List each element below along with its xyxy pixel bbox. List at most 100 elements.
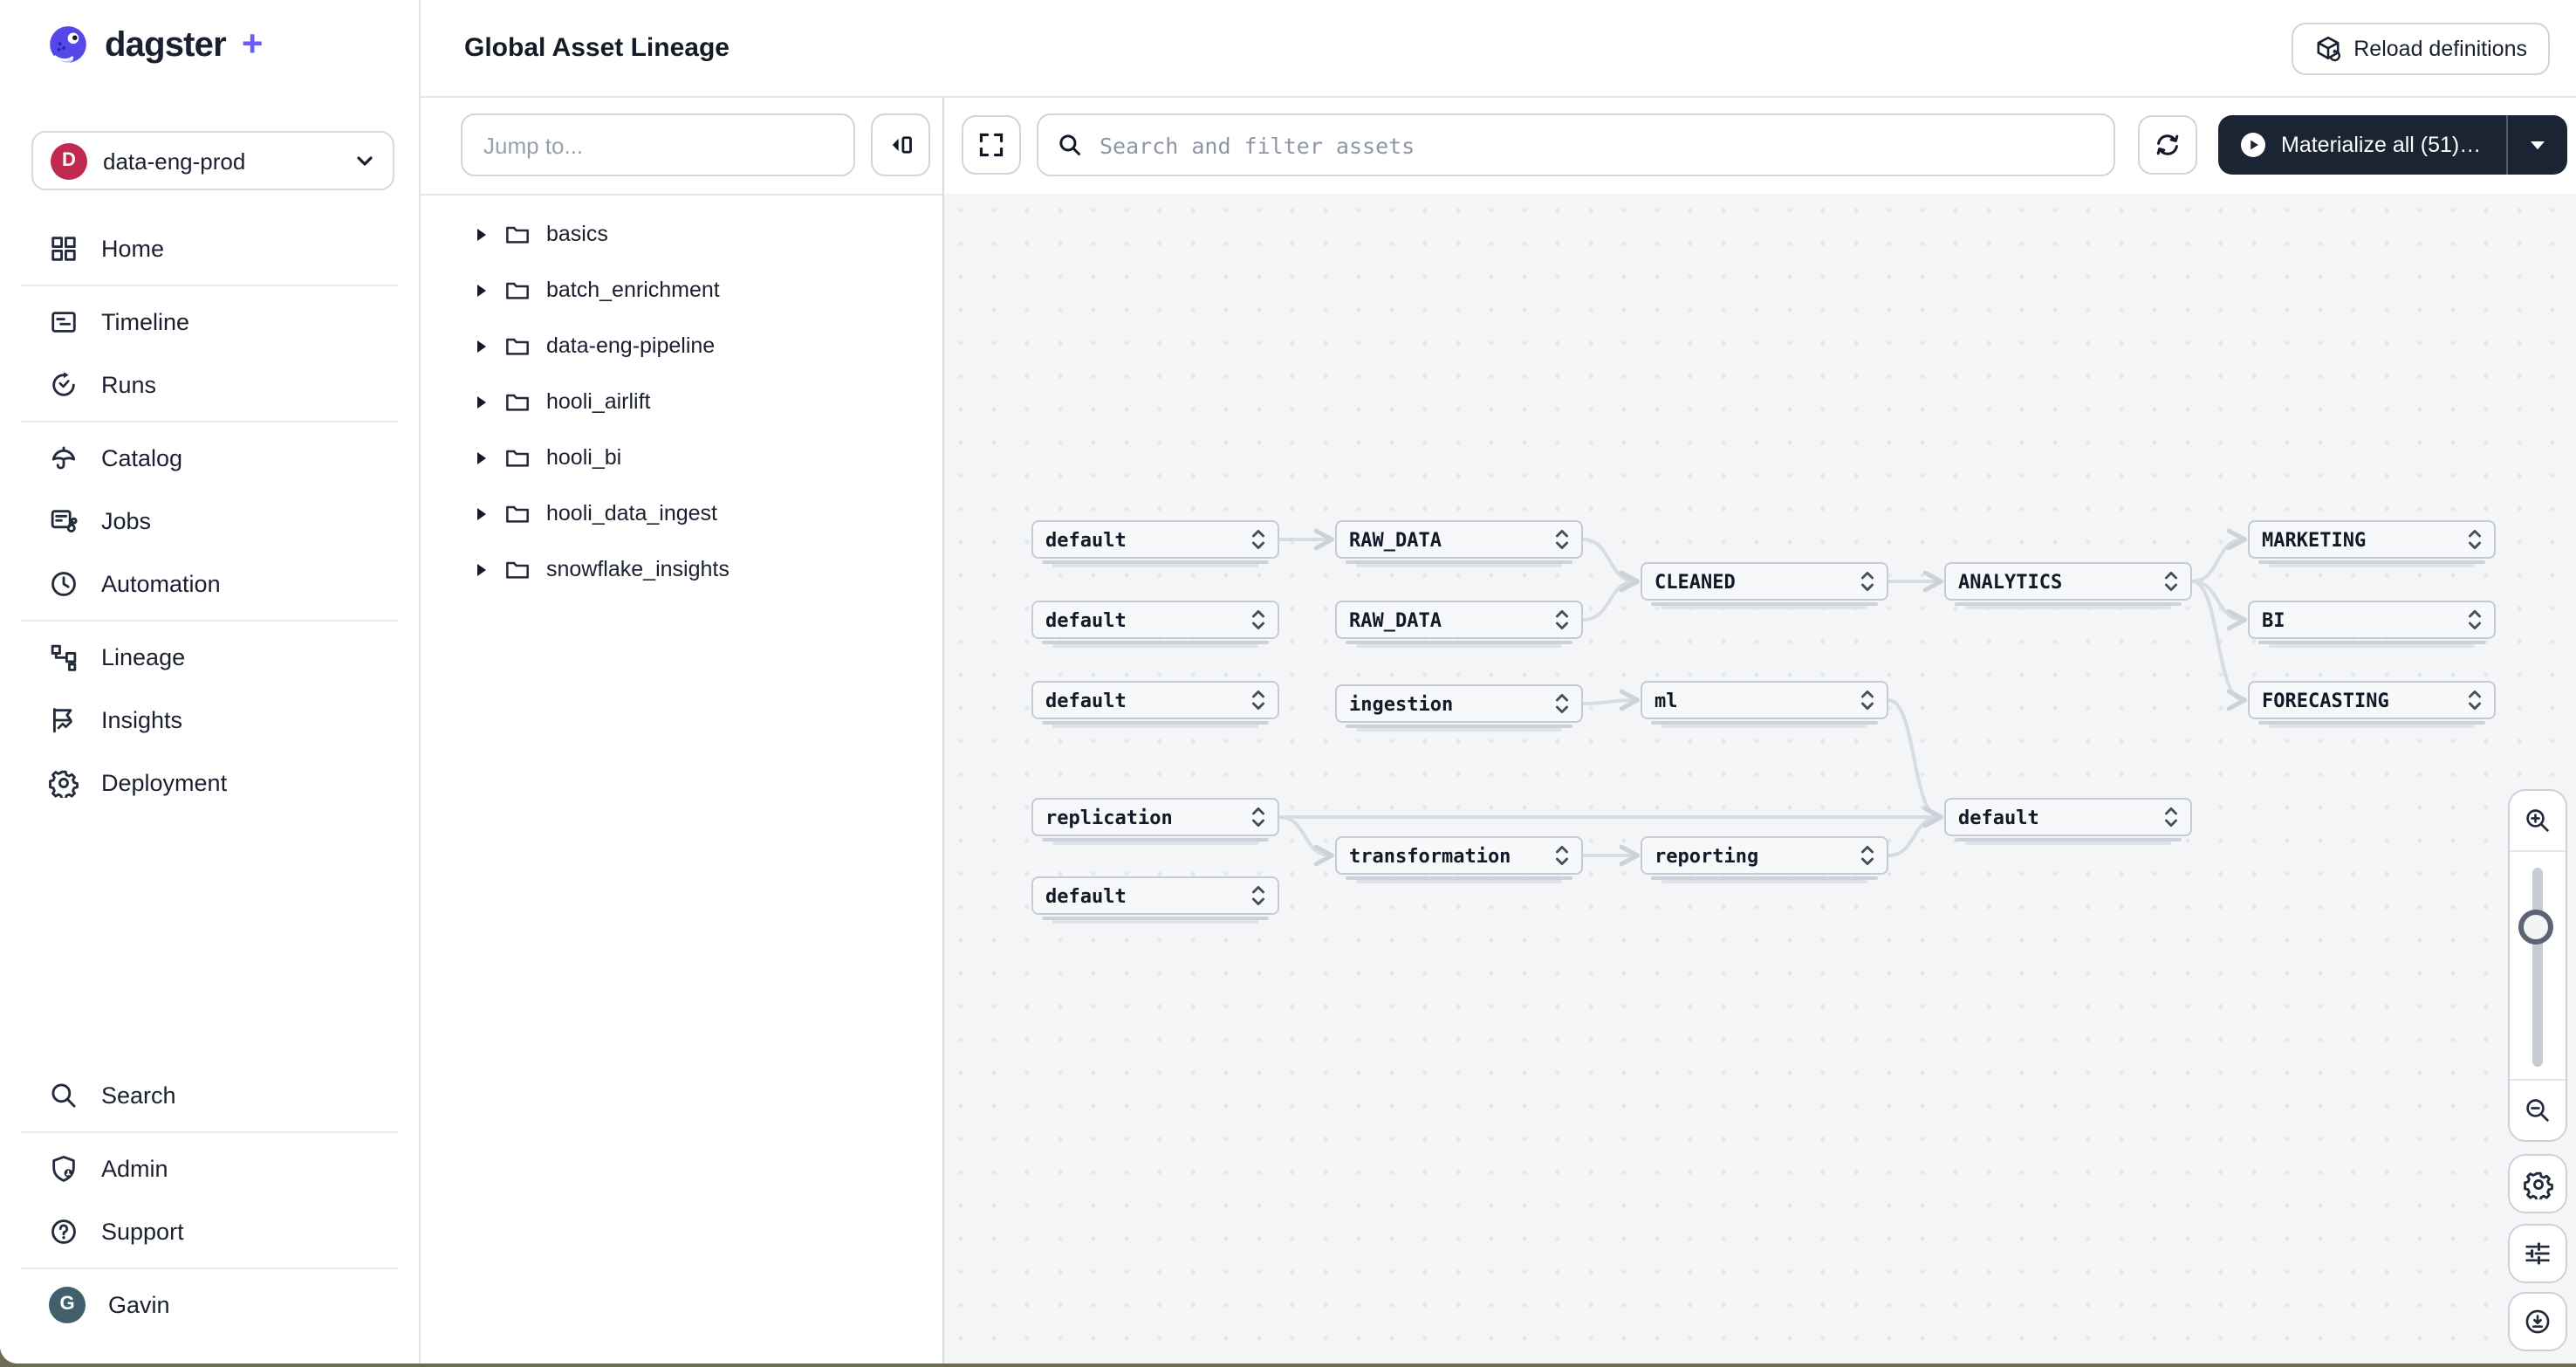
graph-node-replication[interactable]: replication: [1031, 798, 1279, 845]
zoom-out-button[interactable]: [2510, 1079, 2566, 1140]
expand-collapse-icon[interactable]: [1251, 807, 1265, 828]
play-circle-icon: [2239, 131, 2267, 159]
help-icon: [49, 1216, 79, 1246]
graph-node-MARKETING[interactable]: MARKETING: [2248, 520, 2496, 567]
sidebar-divider: [21, 420, 398, 422]
expand-collapse-icon[interactable]: [1555, 693, 1569, 714]
graph-node-default[interactable]: default: [1944, 798, 2192, 845]
materialize-dropdown-button[interactable]: [2505, 115, 2566, 175]
tree-folder-label: hooli_data_ingest: [546, 501, 717, 526]
folder-icon: [504, 556, 531, 582]
expand-collapse-icon[interactable]: [2468, 609, 2482, 630]
tree-folder-label: hooli_airlift: [546, 389, 651, 414]
expand-collapse-icon[interactable]: [2468, 529, 2482, 550]
dagster-octopus-icon: [45, 23, 91, 68]
graph-node-default[interactable]: default: [1031, 681, 1279, 728]
graph-node-ingestion[interactable]: ingestion: [1335, 684, 1583, 732]
tree-folder-snowflake_insights[interactable]: snowflake_insights: [419, 541, 942, 597]
expand-collapse-icon[interactable]: [1555, 609, 1569, 630]
tree-folder-hooli_bi[interactable]: hooli_bi: [419, 429, 942, 485]
page-title: Global Asset Lineage: [464, 33, 730, 63]
chevron-down-icon: [354, 150, 375, 171]
graph-node-ANALYTICS[interactable]: ANALYTICS: [1944, 562, 2192, 609]
expand-collapse-icon[interactable]: [1555, 845, 1569, 866]
caret-down-icon: [2528, 138, 2545, 152]
tree-folder-data-eng-pipeline[interactable]: data-eng-pipeline: [419, 318, 942, 374]
expand-collapse-icon[interactable]: [1251, 885, 1265, 906]
expand-collapse-icon[interactable]: [1860, 690, 1874, 711]
asset-search-input[interactable]: [1096, 130, 2094, 160]
graph-node-FORECASTING[interactable]: FORECASTING: [2248, 681, 2496, 728]
tree-folder-hooli_airlift[interactable]: hooli_airlift: [419, 374, 942, 429]
insights-icon: [49, 704, 79, 734]
collapse-panel-button[interactable]: [871, 113, 930, 176]
deployment-selector[interactable]: D data-eng-prod: [31, 131, 394, 190]
graph-node-RAW_DATA[interactable]: RAW_DATA: [1335, 520, 1583, 567]
lineage-icon: [49, 642, 79, 671]
tree-folder-basics[interactable]: basics: [419, 206, 942, 262]
tree-folder-batch_enrichment[interactable]: batch_enrichment: [419, 262, 942, 318]
jump-to-input[interactable]: [461, 113, 855, 176]
sidebar-item-label: Insights: [101, 706, 183, 732]
sidebar-item-insights[interactable]: Insights: [0, 688, 419, 751]
sidebar-item-search[interactable]: Search: [0, 1063, 419, 1126]
sidebar-item-lineage[interactable]: Lineage: [0, 625, 419, 688]
graph-node-RAW_DATA[interactable]: RAW_DATA: [1335, 601, 1583, 648]
tree-folder-hooli_data_ingest[interactable]: hooli_data_ingest: [419, 485, 942, 541]
download-graph-button[interactable]: [2508, 1292, 2567, 1351]
fullscreen-button[interactable]: [962, 115, 1021, 175]
zoom-slider-handle[interactable]: [2518, 910, 2553, 945]
expand-collapse-icon[interactable]: [1860, 571, 1874, 592]
lineage-edge: [1887, 806, 1943, 857]
sidebar-item-runs[interactable]: Runs: [0, 353, 419, 416]
graph-node-CLEANED[interactable]: CLEANED: [1641, 562, 1888, 609]
folder-icon: [504, 500, 531, 526]
expand-collapse-icon[interactable]: [2164, 571, 2178, 592]
expand-collapse-icon[interactable]: [1251, 690, 1265, 711]
refresh-button[interactable]: [2138, 115, 2197, 175]
expand-collapse-icon[interactable]: [2468, 690, 2482, 711]
sidebar-item-timeline[interactable]: Timeline: [0, 290, 419, 353]
sidebar-item-jobs[interactable]: Jobs: [0, 489, 419, 552]
sidebar-item-admin[interactable]: Admin: [0, 1137, 419, 1199]
expand-collapse-icon[interactable]: [1251, 609, 1265, 630]
lineage-edge: [2191, 580, 2247, 711]
node-label: default: [1045, 884, 1127, 907]
zoom-slider-track[interactable]: [2532, 868, 2543, 1067]
sidebar-item-automation[interactable]: Automation: [0, 552, 419, 615]
graph-node-ml[interactable]: ml: [1641, 681, 1888, 728]
expand-collapse-icon[interactable]: [1555, 529, 1569, 550]
graph-node-default[interactable]: default: [1031, 520, 1279, 567]
sidebar-item-deployment[interactable]: Deployment: [0, 751, 419, 814]
sidebar-item-support[interactable]: Support: [0, 1199, 419, 1262]
user-avatar: G: [49, 1286, 86, 1322]
graph-node-BI[interactable]: BI: [2248, 601, 2496, 648]
expand-collapse-icon[interactable]: [2164, 807, 2178, 828]
node-label: reporting: [1655, 844, 1759, 867]
sidebar-item-catalog[interactable]: Catalog: [0, 426, 419, 489]
sidebar-item-label: Support: [101, 1218, 184, 1244]
expand-collapse-icon[interactable]: [1860, 845, 1874, 866]
node-label: replication: [1045, 806, 1173, 828]
materialize-all-button[interactable]: Materialize all (51)…: [2218, 115, 2505, 175]
sidebar-item-home[interactable]: Home: [0, 216, 419, 279]
zoom-in-button[interactable]: [2510, 791, 2566, 852]
sidebar-divider: [21, 619, 398, 621]
caret-right-icon: [475, 226, 489, 242]
node-label: ml: [1655, 689, 1678, 711]
deployment-avatar: D: [51, 142, 87, 179]
graph-node-default[interactable]: default: [1031, 876, 1279, 924]
graph-filters-button[interactable]: [2508, 1224, 2567, 1283]
caret-right-icon: [475, 450, 489, 465]
graph-node-reporting[interactable]: reporting: [1641, 836, 1888, 883]
graph-node-default[interactable]: default: [1031, 601, 1279, 648]
materialize-all-split-button: Materialize all (51)…: [2218, 115, 2567, 175]
reload-definitions-button[interactable]: Reload definitions: [2291, 23, 2550, 75]
graph-settings-button[interactable]: [2508, 1154, 2567, 1213]
expand-collapse-icon[interactable]: [1251, 529, 1265, 550]
lineage-edge: [1582, 689, 1640, 711]
graph-node-transformation[interactable]: transformation: [1335, 836, 1583, 883]
